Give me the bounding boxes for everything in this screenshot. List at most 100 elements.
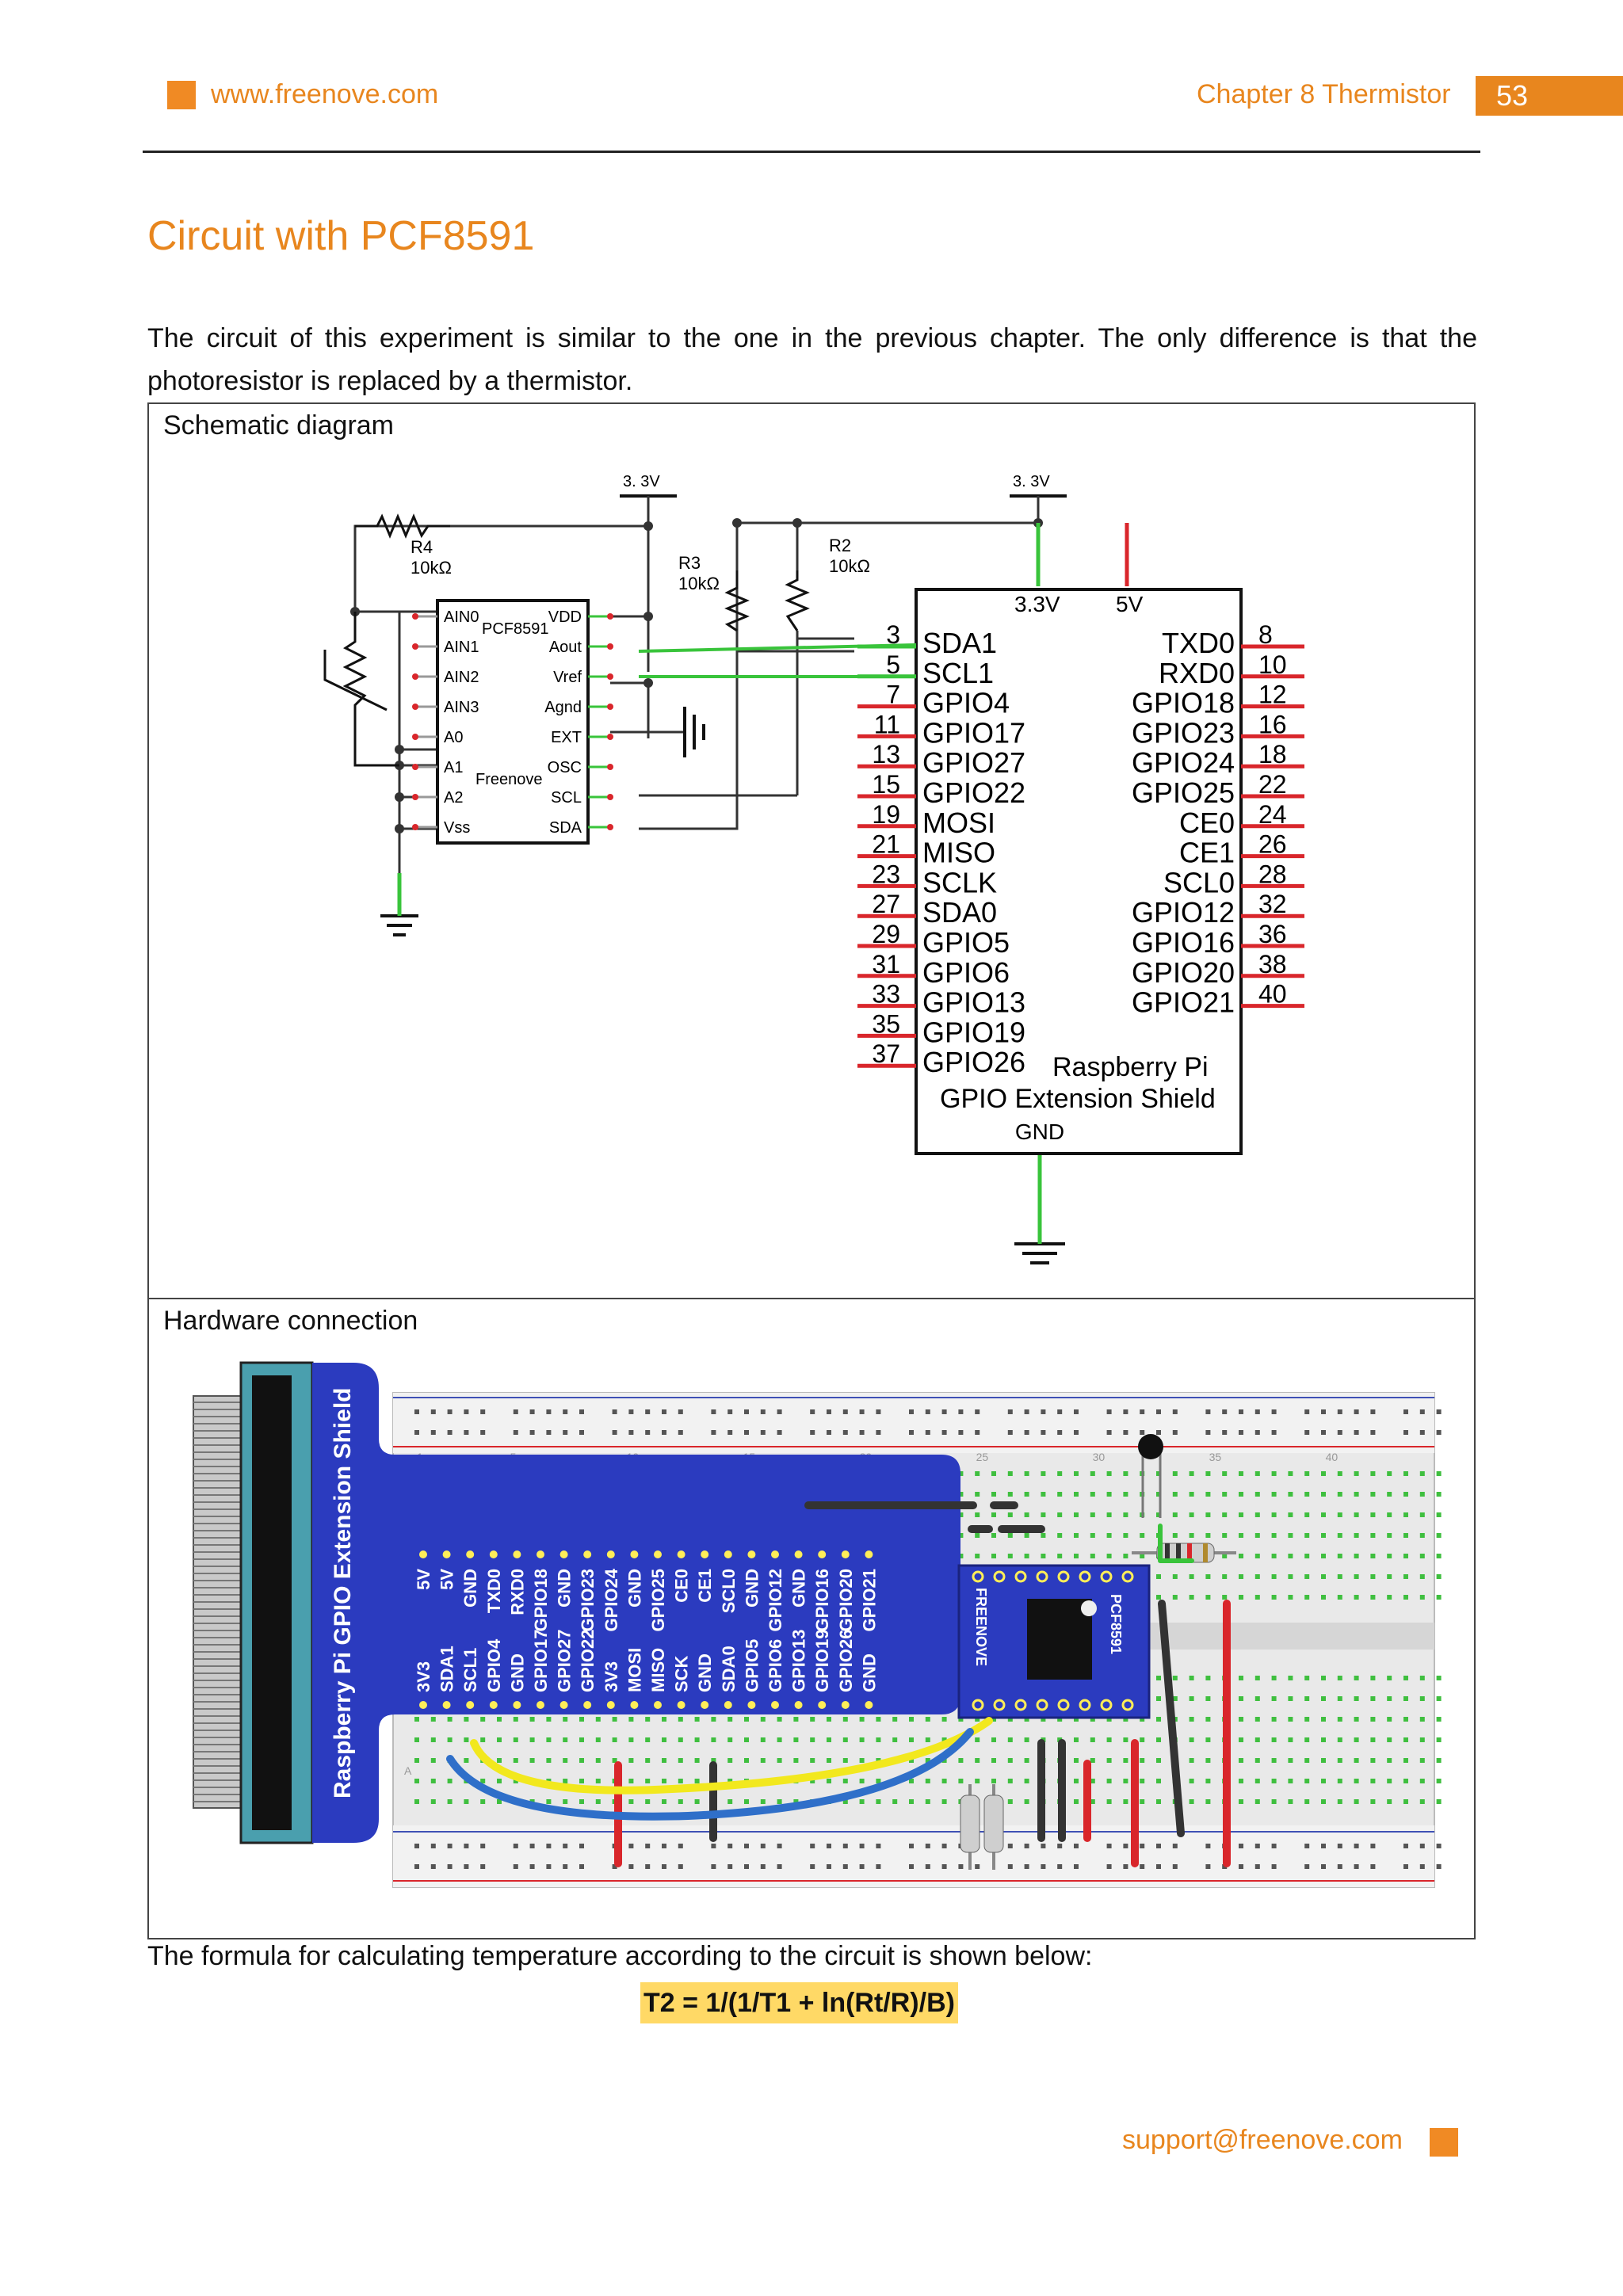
terminal-hole [777,1758,782,1763]
shield-left-num: 11 [874,710,900,738]
ic-right-pin-dot [607,764,613,770]
hw-shield-label: Raspberry Pi GPIO Extension Shield [330,1388,356,1798]
terminal-hole [1239,1492,1243,1497]
hw-bottom-pin-label: GPIO22 [578,1630,598,1692]
terminal-hole [1090,1717,1095,1722]
header-url[interactable]: www.freenove.com [211,79,439,109]
terminal-hole [1041,1471,1046,1476]
terminal-hole [529,1737,535,1742]
rail-hole [513,1430,518,1435]
terminal-hole [1189,1758,1194,1763]
hw-bottom-pin-label: GPIO26 [836,1630,856,1692]
module-pin [1036,1570,1048,1583]
rail-hole [1370,1844,1376,1848]
shield-right-num: 16 [1258,710,1287,738]
rail-hole [579,1409,584,1414]
terminal-hole [1205,1595,1211,1600]
terminal-hole [1419,1676,1425,1680]
terminal-hole [1436,1717,1442,1722]
terminal-hole [1205,1779,1211,1783]
rail-hole [1024,1864,1029,1869]
terminal-hole [1189,1471,1194,1476]
terminal-hole [1254,1595,1260,1600]
shield-left-num: 27 [872,890,900,918]
terminal-hole [414,1737,419,1742]
terminal-hole [958,1471,964,1476]
hardware-diagram: 1510152025303540 A J Raspberry Pi GPIO E… [193,1361,1442,1888]
terminal-hole [1436,1595,1442,1600]
terminal-hole [909,1717,914,1722]
terminal-hole [464,1737,469,1742]
terminal-hole [1403,1492,1408,1497]
hw-resistor-top [1132,1543,1236,1563]
terminal-hole [563,1737,568,1742]
rail-hole [1436,1409,1442,1414]
terminal-hole [1304,1737,1310,1742]
terminal-hole [1271,1595,1277,1600]
terminal-hole [1254,1779,1260,1783]
resistor-r4: R4 10kΩ [355,513,452,578]
terminal-hole [1222,1492,1228,1497]
footer-email[interactable]: support@freenove.com [1122,2125,1403,2155]
terminal-hole [1205,1512,1211,1517]
terminal-hole [1239,1554,1243,1558]
terminal-hole [1304,1533,1310,1538]
hw-bottom-pin-label: MISO [648,1648,668,1692]
rail-hole [1370,1430,1376,1435]
terminal-hole [1419,1574,1425,1579]
hw-top-pin-label: CE0 [672,1569,692,1603]
hw-bottom-pin-label: SDA0 [719,1646,739,1692]
terminal-hole [1271,1717,1277,1722]
module-pin [993,1699,1006,1711]
rail-hole [1041,1409,1046,1414]
terminal-hole [1090,1533,1095,1538]
terminal-hole [464,1799,469,1804]
terminal-hole [447,1717,453,1722]
rail-hole [513,1844,518,1848]
hw-top-pin-label: GPIO23 [578,1569,598,1631]
terminal-hole [1239,1779,1243,1783]
rail-hole [1041,1430,1046,1435]
terminal-hole [1024,1533,1029,1538]
terminal-hole [876,1737,881,1742]
terminal-hole [1041,1492,1046,1497]
terminal-hole [1321,1717,1326,1722]
terminal-hole [1140,1799,1145,1804]
r4-value: 10kΩ [411,558,452,578]
rail-hole [1041,1844,1046,1848]
shield-right-pin: CE0 [1179,807,1235,839]
terminal-hole [645,1799,651,1804]
terminal-hole [793,1737,799,1742]
hw-bottom-pin-dot [724,1701,732,1709]
terminal-hole [1271,1533,1277,1538]
terminal-hole [1271,1758,1277,1763]
column-number: 35 [1209,1451,1222,1463]
rail-hole [447,1409,453,1414]
terminal-hole [1370,1779,1376,1783]
rail-hole [1007,1844,1013,1848]
rail-hole [842,1430,848,1435]
terminal-hole [1337,1574,1342,1579]
rail-hole [958,1430,964,1435]
terminal-hole [1271,1492,1277,1497]
hw-top-pin-dot [442,1550,451,1558]
terminal-hole [513,1737,518,1742]
shield-left-pin: SCL1 [922,657,994,689]
rail-hole [563,1864,568,1869]
rail-hole [925,1409,930,1414]
terminal-hole [1205,1696,1211,1701]
shield-left-num: 5 [886,650,900,679]
ic-right-pin-dot [607,613,613,620]
terminal-hole [1239,1696,1243,1701]
rail-hole [711,1864,716,1869]
terminal-hole [1254,1696,1260,1701]
terminal-hole [842,1717,848,1722]
rail-hole [1156,1864,1161,1869]
ic-left-pin-dot [412,613,418,620]
ic-right-pin-label: VDD [548,608,582,626]
supply-symbol-left: 3. 3V [620,473,677,498]
terminal-hole [628,1737,634,1742]
terminal-hole [1337,1554,1342,1558]
hw-bottom-pin-dot [489,1701,498,1709]
rail-hole [744,1864,749,1869]
